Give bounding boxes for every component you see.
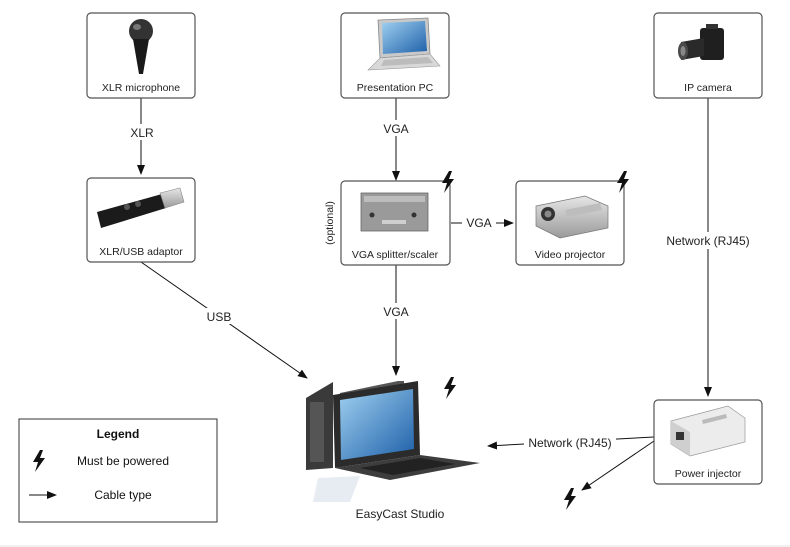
laptop-icon bbox=[367, 17, 441, 71]
node-video-projector-label: Video projector bbox=[535, 249, 606, 261]
node-vga-splitter-label: VGA splitter/scaler bbox=[352, 249, 439, 261]
node-power-injector: Power injector bbox=[653, 399, 763, 485]
projector-icon bbox=[535, 195, 609, 239]
edge-network-injector-label: Network (RJ45) bbox=[528, 436, 611, 450]
legend-powered-label: Must be powered bbox=[77, 454, 169, 468]
edge-network-camera-label: Network (RJ45) bbox=[666, 234, 749, 248]
optional-annotation: (optional) bbox=[324, 201, 336, 245]
node-presentation-pc: Presentation PC bbox=[340, 12, 450, 99]
microphone-icon bbox=[129, 19, 153, 74]
power-injector-icon bbox=[670, 405, 746, 457]
node-xlr-microphone-label: XLR microphone bbox=[102, 82, 180, 94]
node-xlr-usb-adaptor-label: XLR/USB adaptor bbox=[99, 246, 183, 258]
node-easycast-studio-label: EasyCast Studio bbox=[356, 507, 445, 521]
legend-title: Legend bbox=[97, 427, 140, 441]
portable-studio-icon bbox=[306, 381, 480, 502]
edge-vga-projector-label: VGA bbox=[466, 216, 491, 230]
node-power-injector-label: Power injector bbox=[675, 468, 742, 480]
node-vga-splitter: VGA splitter/scaler (optional) bbox=[324, 171, 454, 266]
ip-camera-icon bbox=[678, 24, 724, 60]
edge-usb-label: USB bbox=[207, 310, 232, 324]
edge-power-line bbox=[581, 440, 655, 491]
node-ip-camera: IP camera bbox=[653, 12, 763, 99]
node-xlr-usb-adaptor: XLR/USB adaptor bbox=[86, 177, 196, 263]
node-xlr-microphone: XLR microphone bbox=[86, 12, 196, 99]
node-presentation-pc-label: Presentation PC bbox=[357, 82, 434, 94]
node-video-projector: Video projector bbox=[515, 171, 629, 266]
node-easycast-studio: EasyCast Studio bbox=[306, 377, 480, 521]
legend: Legend Must be powered Cable type bbox=[18, 418, 218, 523]
edges: XLR VGA VGA VGA USB Network (RJ45) Netwo… bbox=[124, 98, 754, 491]
power-required-icon-studio bbox=[444, 377, 456, 399]
node-ip-camera-label: IP camera bbox=[684, 82, 732, 94]
edge-vga-studio-label: VGA bbox=[383, 305, 408, 319]
edge-xlr-label: XLR bbox=[130, 126, 154, 140]
power-required-icon-injector bbox=[564, 488, 576, 510]
edge-vga-pc-label: VGA bbox=[383, 122, 408, 136]
legend-cable-label: Cable type bbox=[94, 488, 152, 502]
adaptor-icon bbox=[97, 187, 185, 228]
splitter-device-icon bbox=[360, 192, 429, 232]
